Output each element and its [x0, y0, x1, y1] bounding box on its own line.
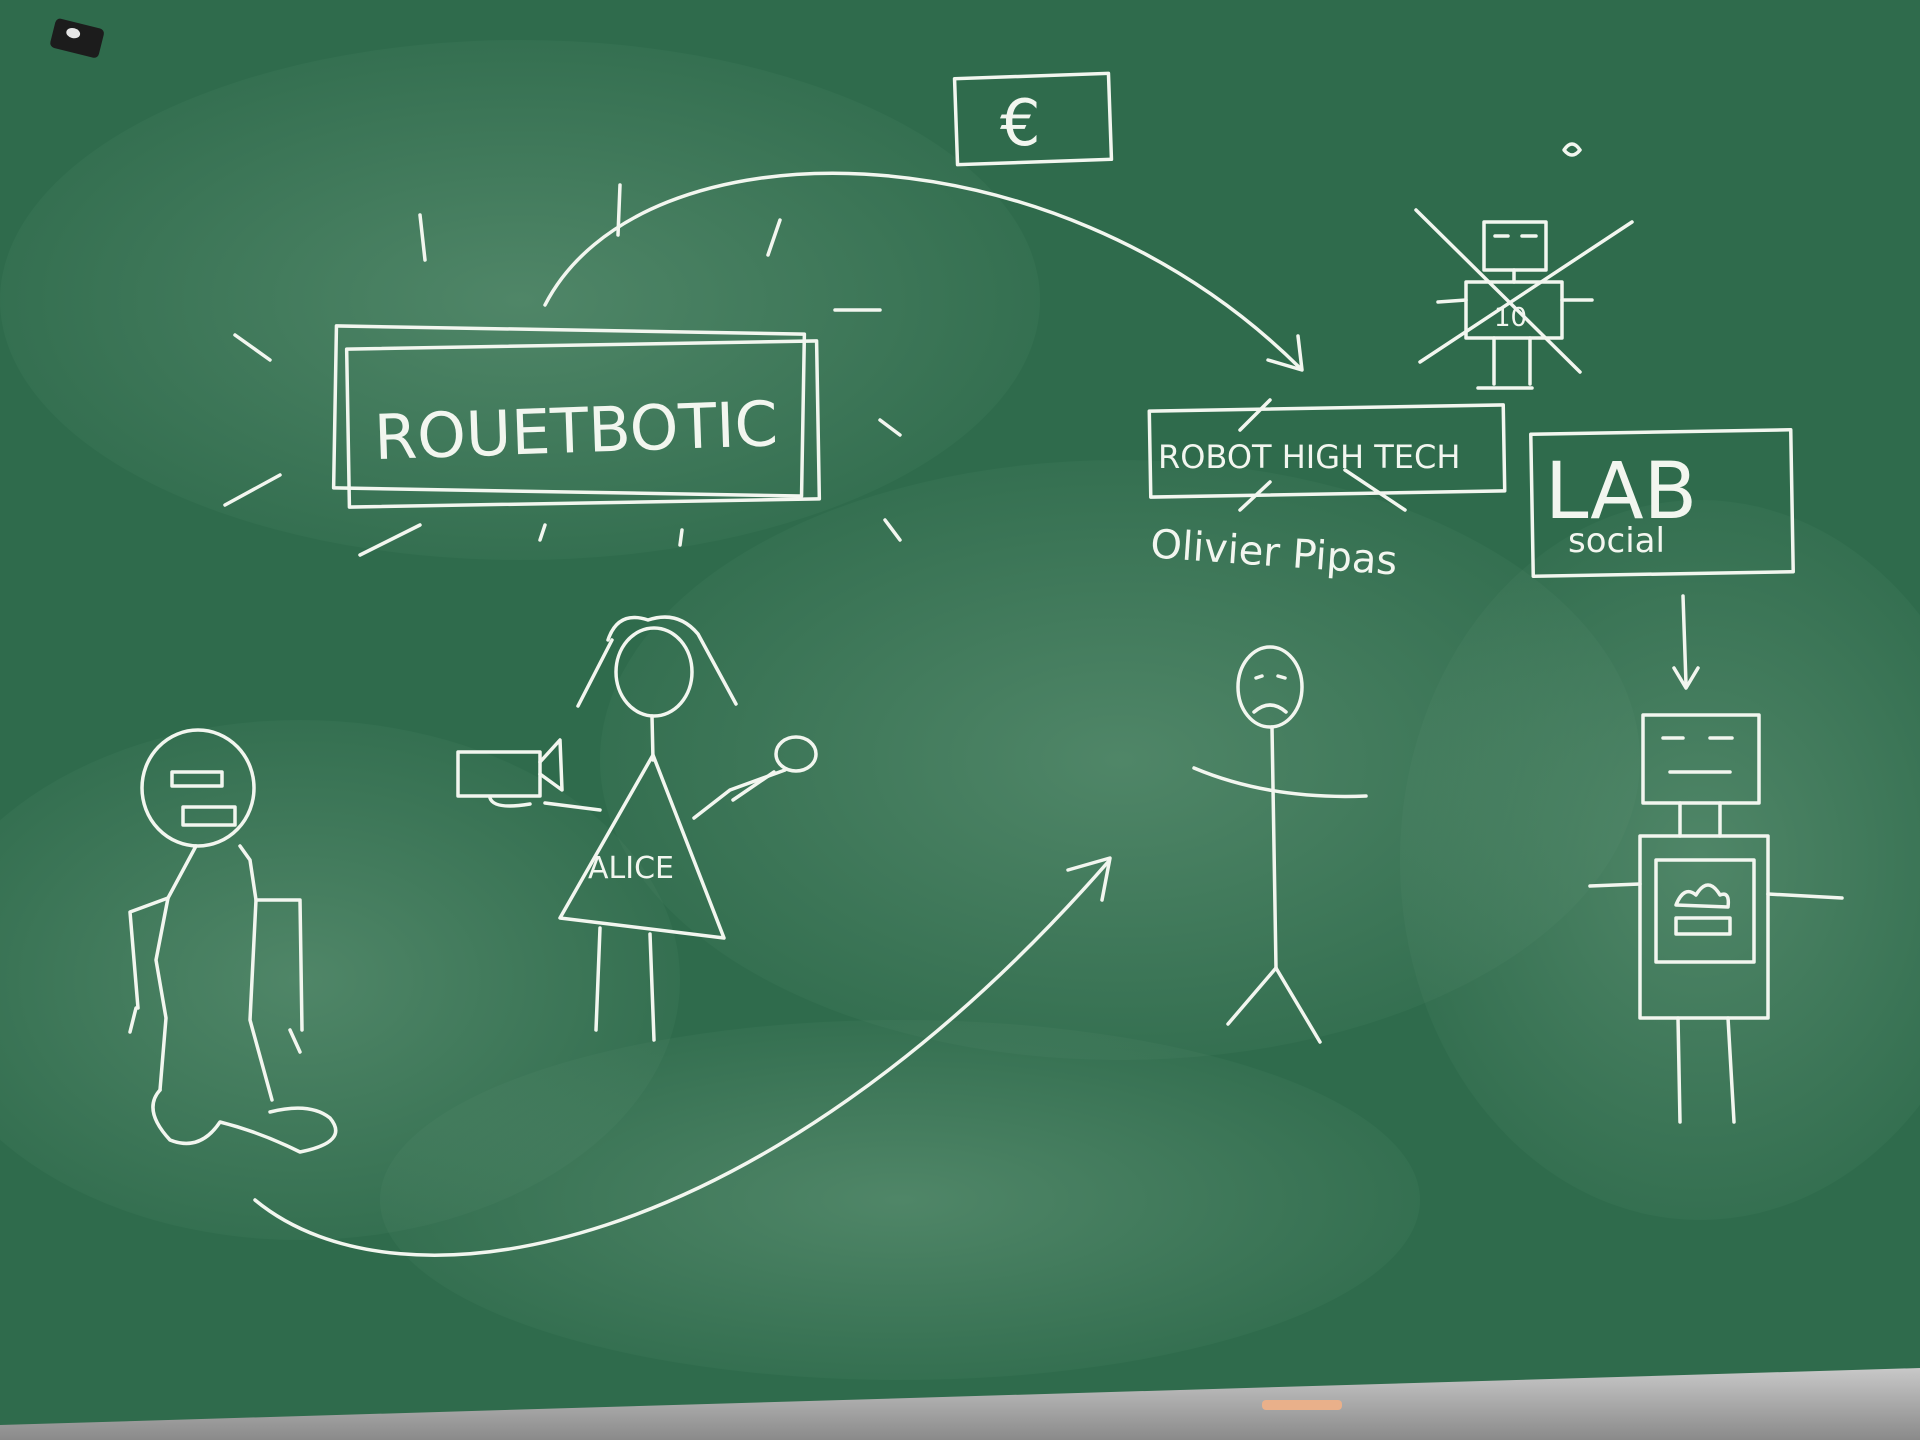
lab-label: LAB: [1545, 447, 1697, 537]
arc-arrow-to-person: [253, 860, 1110, 1257]
brand-box: [331, 324, 807, 498]
sad-person: [1192, 645, 1368, 1044]
chalk-smudge: [0, 40, 1040, 560]
robot-high-tech-box: [1147, 403, 1507, 499]
crossed-robot: [1414, 142, 1634, 390]
brand-label: ROUETBOTIC: [373, 387, 779, 474]
chalk-tray: [0, 1368, 1920, 1440]
arc-arrow-to-robot-high-tech: [543, 171, 1302, 370]
arrow-lab-to-robot: [1681, 594, 1688, 686]
alice-figure: [456, 615, 818, 1042]
brand-box-inner: [344, 339, 822, 509]
arrow-head: [1266, 334, 1304, 372]
alice-name-label: ALICE: [588, 851, 674, 886]
friendly-robot: [1588, 713, 1844, 1124]
cross-line: [1343, 468, 1407, 512]
cross-line: [1238, 398, 1272, 432]
euro-banknote: [952, 71, 1114, 167]
sun-rays: [223, 183, 902, 557]
chalk-piece: [1262, 1400, 1342, 1410]
magnet: [50, 18, 104, 58]
cross-line: [1238, 480, 1272, 512]
lab-social-label: social: [1568, 521, 1665, 561]
chalk-smudge: [600, 460, 1640, 1060]
arrow-head: [1672, 666, 1700, 690]
chalk-smudge: [380, 1020, 1420, 1380]
robot-high-tech-label: ROBOT HIGH TECH: [1158, 438, 1460, 476]
euro-symbol: €: [1000, 87, 1041, 161]
crossed-robot-number: 10: [1494, 303, 1527, 333]
lab-social-box: [1529, 427, 1795, 579]
ghost-robot: [128, 728, 338, 1154]
arrow-head: [1066, 856, 1112, 902]
